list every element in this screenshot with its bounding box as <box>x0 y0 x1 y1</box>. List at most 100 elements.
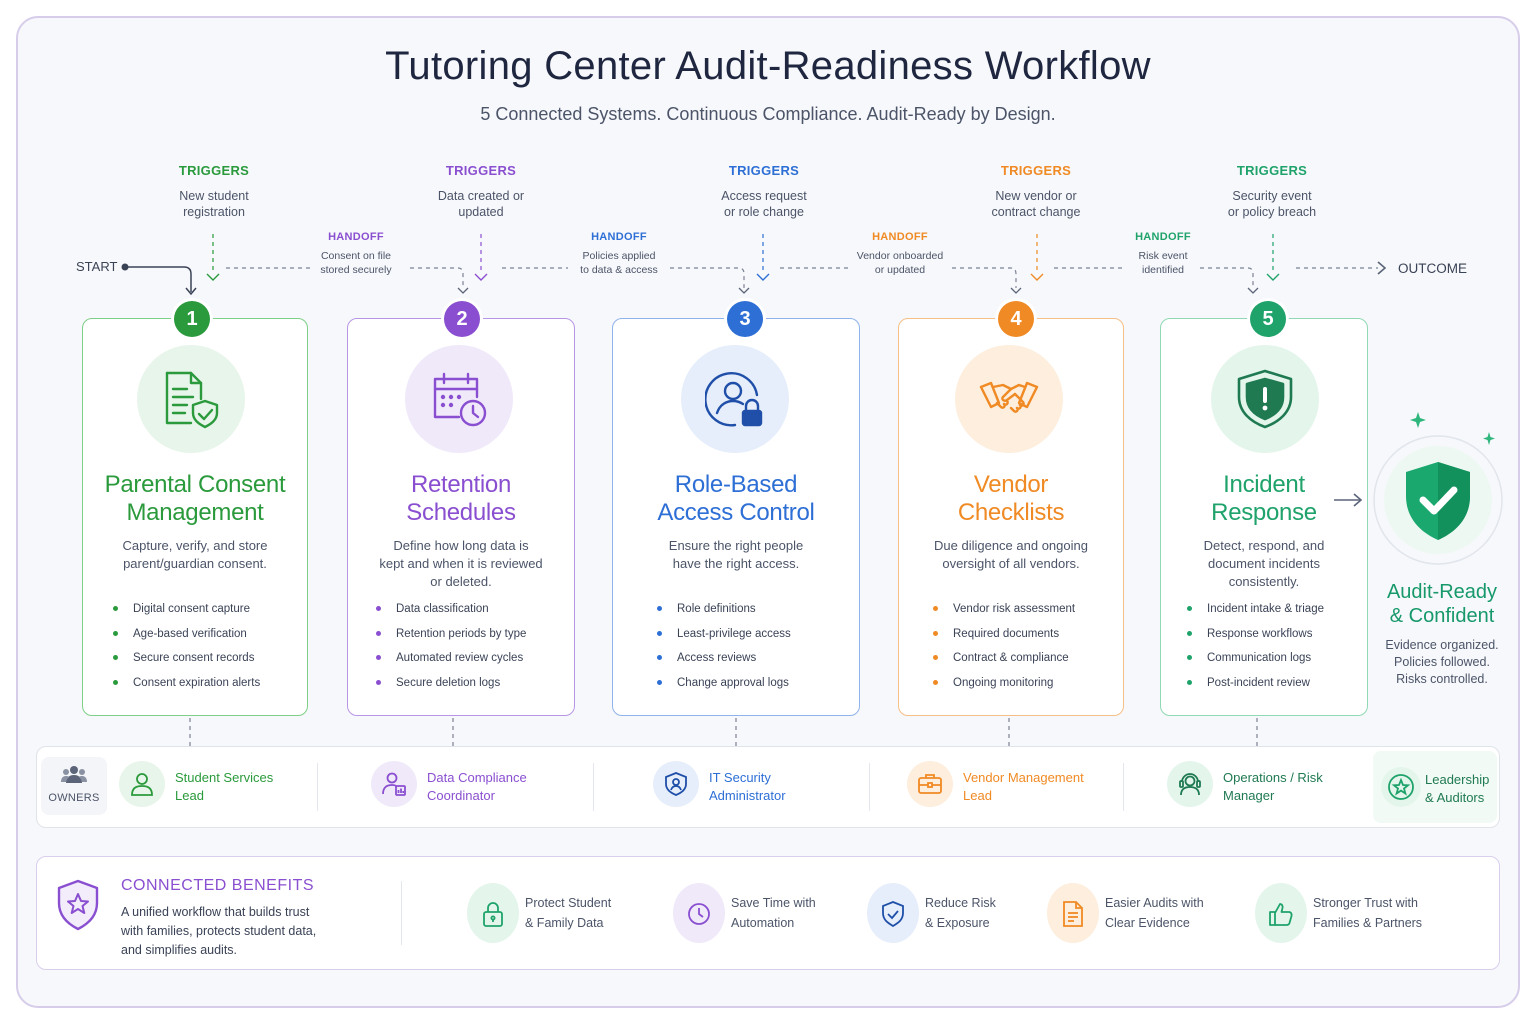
flow-connectors <box>121 234 1387 296</box>
list-item: Required documents <box>933 626 1075 651</box>
page-title: Tutoring Center Audit-Readiness Workflow <box>385 44 1151 88</box>
group-icon <box>61 766 87 783</box>
list-item: Age-based verification <box>113 626 260 651</box>
calendar-clock-icon <box>405 345 513 453</box>
list-item: Least-privilege access <box>657 626 791 651</box>
list-item: Post-incident review <box>1187 675 1324 700</box>
trigger-text: or policy breach <box>1227 205 1317 219</box>
trigger-text: Data created or <box>437 189 525 203</box>
handoff-label: HANDOFF <box>328 231 384 243</box>
trigger-text: New vendor or <box>995 189 1077 203</box>
list-item: Role definitions <box>657 601 791 626</box>
shield-star-icon <box>57 879 99 931</box>
trigger-label: TRIGGERS <box>1236 163 1308 178</box>
owner-name: Leadership& Auditors <box>1425 772 1490 805</box>
step-items: Data classification Retention periods by… <box>376 601 526 699</box>
briefcase-icon <box>907 761 953 807</box>
list-item: Digital consent capture <box>113 601 260 626</box>
user-lock-icon <box>681 345 789 453</box>
list-item: Data classification <box>376 601 526 626</box>
thumbs-up-icon <box>1255 883 1307 943</box>
step-items: Digital consent capture Age-based verifi… <box>113 601 260 699</box>
step-items: Role definitions Least-privilege access … <box>657 601 791 699</box>
outcome-label: OUTCOME <box>1398 261 1467 276</box>
handoff-text: Consent on file <box>320 250 392 262</box>
handoff-label: HANDOFF <box>591 231 647 243</box>
divider <box>593 763 594 811</box>
page-subtitle: 5 Connected Systems. Continuous Complian… <box>480 104 1056 124</box>
list-item: Contract & compliance <box>933 650 1075 675</box>
star-badge-icon <box>1381 767 1421 807</box>
handoff-2: HANDOFF Policies applied to data & access <box>559 231 679 277</box>
handoff-label: HANDOFF <box>1135 231 1191 243</box>
list-item: Access reviews <box>657 650 791 675</box>
benefits-panel: CONNECTED BENEFITS A unified workflow th… <box>36 856 1500 970</box>
shield-alert-icon <box>1211 345 1319 453</box>
step-items: Vendor risk assessment Required document… <box>933 601 1075 699</box>
list-item: Ongoing monitoring <box>933 675 1075 700</box>
handoff-label: HANDOFF <box>872 231 928 243</box>
list-item: Secure deletion logs <box>376 675 526 700</box>
step-number-badge: 2 <box>444 301 480 337</box>
step-number-badge: 5 <box>1250 301 1286 337</box>
handoff-text: or updated <box>874 264 926 276</box>
clock-icon <box>673 883 725 943</box>
handoff-3: HANDOFF Vendor onboarded or updated <box>840 231 960 277</box>
handshake-icon <box>955 345 1063 453</box>
trigger-text: Security event <box>1232 189 1312 203</box>
document-icon <box>1047 883 1099 943</box>
outcome-title: Audit-Ready& Confident <box>1386 581 1498 627</box>
owners-label: OWNERS <box>48 792 100 804</box>
handoff-text: to data & access <box>580 264 658 276</box>
list-item: Secure consent records <box>113 650 260 675</box>
list-item: Response workflows <box>1187 626 1324 651</box>
step-number-badge: 1 <box>174 301 210 337</box>
benefits-title: CONNECTED BENEFITS <box>121 877 315 894</box>
handoff-text: Policies applied <box>582 250 656 262</box>
step-number-badge: 3 <box>727 301 763 337</box>
list-item: Vendor risk assessment <box>933 601 1075 626</box>
list-item: Incident intake & triage <box>1187 601 1324 626</box>
shield-user-icon <box>653 761 699 807</box>
trigger-text: contract change <box>991 205 1081 219</box>
trigger-5: TRIGGERS Security event or policy breach <box>1192 163 1352 220</box>
outcome-description: Evidence organized.Policies followed.Ris… <box>1385 638 1499 686</box>
lock-icon <box>467 883 519 943</box>
list-item: Communication logs <box>1187 650 1324 675</box>
trigger-label: TRIGGERS <box>728 163 800 178</box>
divider <box>317 763 318 811</box>
document-shield-icon <box>137 345 245 453</box>
handoff-text: Risk event <box>1138 250 1188 262</box>
list-item: Automated review cycles <box>376 650 526 675</box>
handoff-text: Vendor onboarded <box>856 250 944 262</box>
user-chart-icon <box>371 761 417 807</box>
